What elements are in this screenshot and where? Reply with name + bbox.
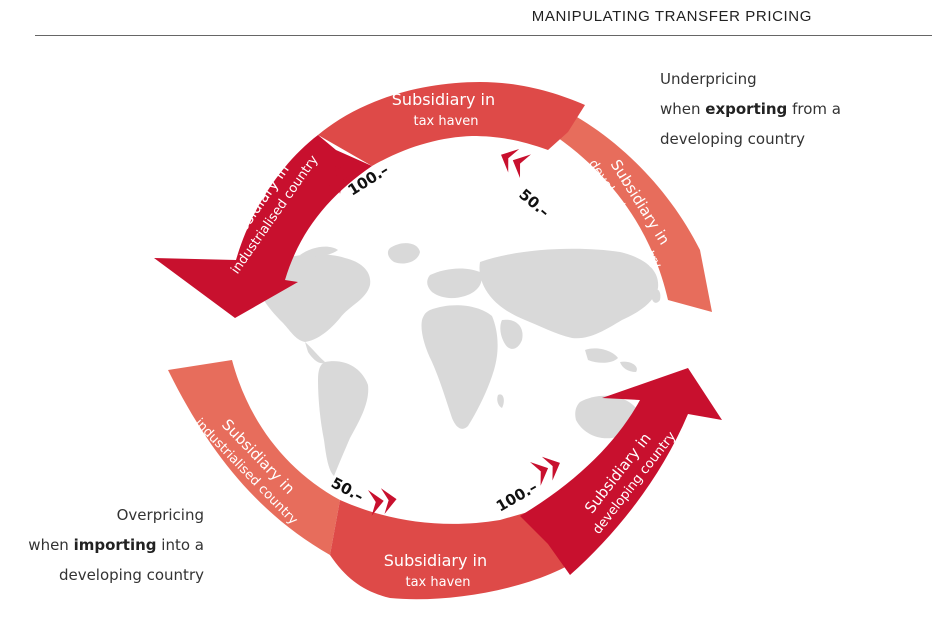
double-chevron-icon	[495, 143, 531, 178]
caption-overpricing: Overpricing when importing into a develo…	[20, 500, 204, 590]
svg-text:Subsidiary in tax haven: Subsidiary in tax haven	[384, 551, 492, 590]
caption-underpricing: Underpricing when exporting from a devel…	[660, 64, 841, 154]
double-chevron-icon	[368, 486, 399, 516]
caption-overpricing-line1: Overpricing	[116, 506, 204, 524]
top-cycle: Subsidiary in tax haven Subsidiary in de…	[154, 82, 712, 318]
world-map-icon	[258, 243, 661, 476]
arrow-segment-industrialised-bottom	[168, 360, 340, 555]
caption-underpricing-line1: Underpricing	[660, 70, 757, 88]
arrow-segment-developing-bottom	[520, 368, 722, 575]
label-taxhaven-bottom-line1: Subsidiary in	[384, 551, 487, 570]
caption-overpricing-line2: when importing into a	[28, 536, 204, 554]
bottom-cycle: Subsidiary in industrialised country Sub…	[168, 360, 722, 600]
page-title: MANIPULATING TRANSFER PRICING	[531, 8, 812, 25]
label-taxhaven-top-line2: tax haven	[413, 114, 478, 129]
caption-underpricing-line3: developing country	[660, 130, 806, 148]
arrow-segment-developing-top	[542, 112, 712, 312]
double-chevron-icon	[530, 451, 566, 486]
svg-text:Subsidiary in tax haven: Subsidiary in tax haven	[392, 90, 500, 129]
arrow-segment-industrialised-top	[154, 135, 372, 318]
header-rule	[35, 35, 932, 36]
arrow-segment-taxhaven-bottom	[330, 500, 585, 600]
label-taxhaven-top-line1: Subsidiary in	[392, 90, 495, 109]
caption-overpricing-line3: developing country	[58, 566, 204, 584]
label-taxhaven-bottom-line2: tax haven	[405, 575, 470, 590]
amount-top-right: 50.–	[515, 185, 553, 221]
caption-underpricing-line2: when exporting from a	[660, 100, 841, 118]
arrow-segment-taxhaven-top	[318, 82, 585, 166]
